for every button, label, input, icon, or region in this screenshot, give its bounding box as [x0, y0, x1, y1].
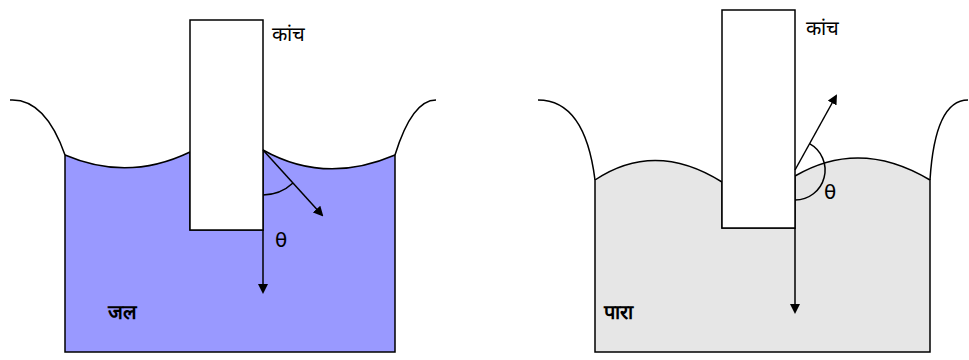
angle-arc	[263, 183, 293, 195]
vertical-arrow	[262, 230, 264, 292]
angle-arc	[795, 144, 825, 200]
container-rim	[10, 100, 65, 155]
tangent-arrow	[263, 150, 322, 215]
angle-symbol: θ	[275, 228, 287, 252]
material-label: कांच	[272, 22, 305, 46]
angle-symbol: θ	[824, 180, 836, 204]
container-rim	[538, 100, 595, 180]
liquid-label: पारा	[604, 300, 633, 324]
glass-plate	[190, 20, 263, 230]
container-rim	[930, 100, 968, 180]
vertical-arrow	[794, 228, 796, 312]
liquid-label: जल	[108, 300, 137, 324]
tangent-arrow	[795, 96, 836, 170]
container-rim	[395, 100, 436, 155]
glass-plate	[722, 10, 795, 228]
material-label: कांच	[806, 16, 839, 40]
